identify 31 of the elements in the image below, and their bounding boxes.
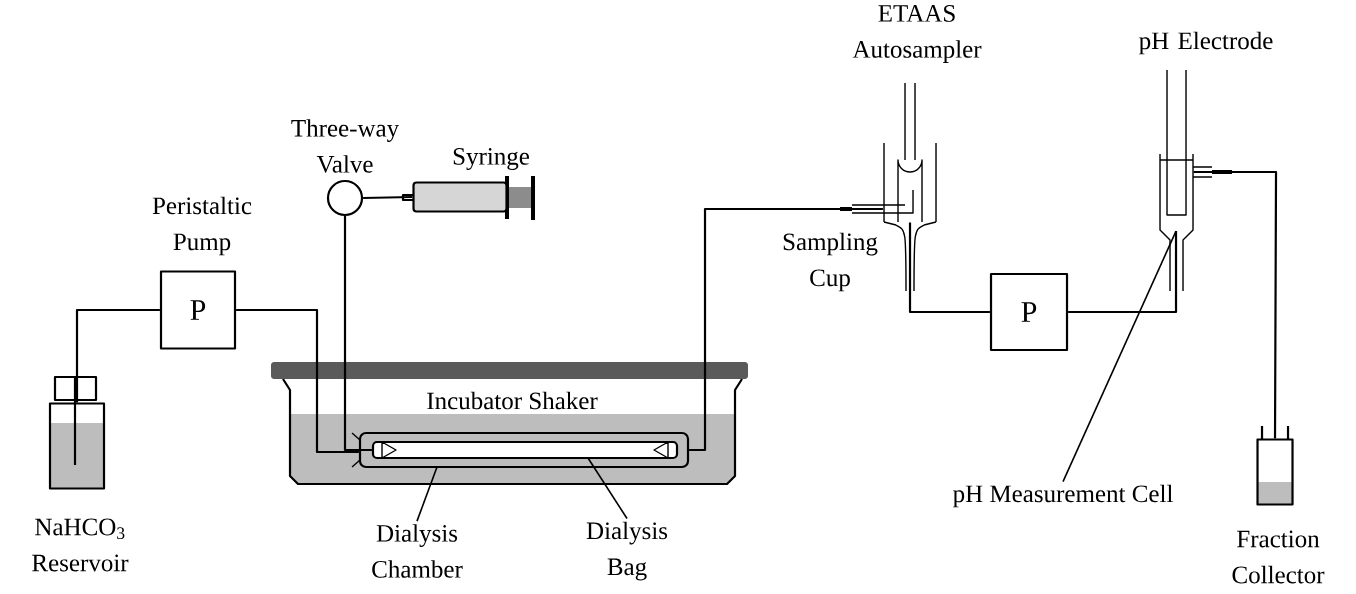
equipment-label: NaHCO$_{3}$ Reservoir [32,518,129,572]
tube [236,308,359,454]
tube [689,207,883,452]
leader-line [1062,230,1177,483]
tube [75,308,160,403]
equipment-label: Fraction Collector [1232,530,1325,584]
equipment-label: Sampling Cup [783,232,878,292]
equipment-label: Peristaltic Pump [152,196,252,256]
tube [1068,231,1178,314]
ph-cell-drawing [1159,69,1232,292]
label-text: Dialysis Bag [586,521,668,581]
node-label: Incubator Shaker [427,391,598,410]
equipment-label: ETAAS Autosampler [852,5,982,63]
label-text: Dialysis Chamber [372,524,463,578]
pump-box: P [159,270,237,350]
valve-circle [326,179,364,217]
leader-line [416,466,438,522]
leader-line [587,457,628,520]
dialysis-bag [371,440,679,460]
equipment-label: pH Electrode [1139,31,1273,55]
tube [1193,170,1278,439]
tube [363,195,413,200]
tube [908,222,990,314]
syringe-drawing [401,174,535,222]
tube [343,216,372,452]
equipment-label: Three-way Valve [291,119,400,173]
label-text: pH Measurement Cell [953,484,1173,508]
pump-box: P [989,272,1069,352]
bottle-drawing [48,375,106,490]
equipment-label: Syringe [453,148,529,170]
bottle-drawing [1256,424,1294,506]
